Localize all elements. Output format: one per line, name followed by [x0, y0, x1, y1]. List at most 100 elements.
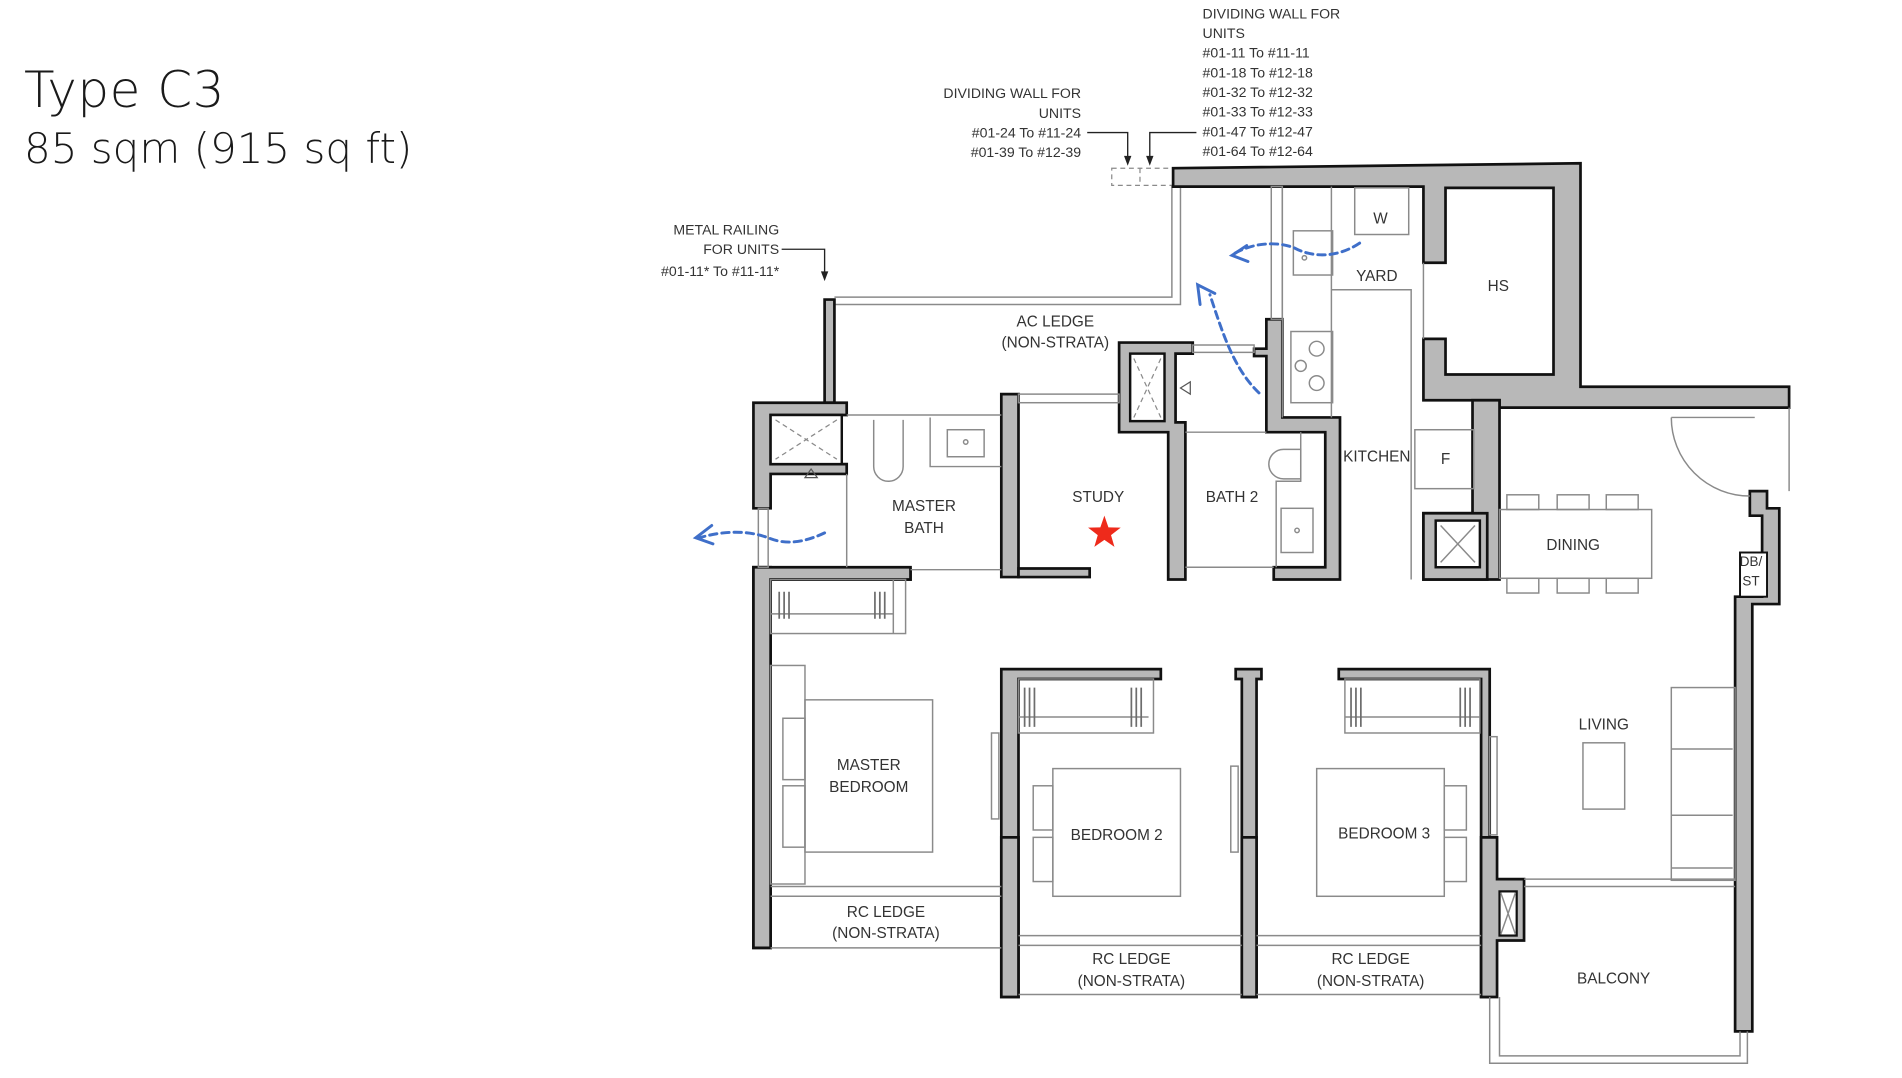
door-bedroom3 [1230, 765, 1239, 853]
drain-icon [1179, 380, 1191, 396]
wall-study-stub [1017, 567, 1092, 579]
coffee-table [1582, 742, 1626, 810]
fridge-box [1414, 428, 1475, 490]
basin-icon [1280, 507, 1314, 554]
hanger-icon [1023, 687, 1143, 727]
room-label-study: STUDY [1072, 489, 1124, 506]
room-label-dining: DINING [1546, 537, 1600, 554]
note-line: #01-11* To #11-11* [661, 263, 780, 279]
room-label-master-bedroom: MASTER [837, 757, 901, 774]
airflow-arrow-bath2 [1195, 282, 1261, 395]
toilet-icon [872, 419, 904, 482]
unit-area-label: 85 sqm (915 sq ft) [24, 124, 413, 173]
vanity-counter [1275, 432, 1302, 568]
note-line: UNITS [1203, 25, 1245, 41]
room-label-bedroom2: BEDROOM 2 [1071, 827, 1163, 844]
burner-icon [1308, 340, 1325, 357]
sofa-cushion [1671, 748, 1733, 869]
airflow-arrow-yard [1228, 241, 1362, 263]
room-label-kitchen: KITCHEN [1343, 449, 1410, 466]
room-label-rc-ledge-sub: (NON-STRATA) [1317, 973, 1425, 990]
note-line: DIVIDING WALL FOR [943, 85, 1081, 101]
railing-post [823, 298, 836, 405]
leader-line [1149, 131, 1197, 158]
window-bath2 [1192, 344, 1255, 354]
burner-icon [1308, 374, 1325, 392]
room-label-master-bath-sub: BATH [904, 520, 944, 537]
airflow-path [1231, 241, 1362, 257]
burner-icon [1294, 359, 1307, 373]
arrow-head-icon [692, 524, 715, 546]
basin-drain-icon [1294, 527, 1300, 534]
room-label-bath2: BATH 2 [1206, 489, 1259, 506]
airflow-path [697, 530, 827, 544]
bed-bedroom2 [1052, 767, 1182, 898]
unit-type-label: Type C3 [24, 61, 225, 119]
washer-label: W [1373, 210, 1388, 227]
door-living [1488, 735, 1498, 836]
arrow-head-icon [1195, 282, 1217, 306]
basin-icon [946, 428, 985, 458]
chair [1605, 577, 1639, 594]
shaft-cross-icon [1500, 892, 1517, 935]
pillow [782, 717, 806, 781]
chair [1556, 577, 1590, 594]
rc-ledge-outline [770, 885, 1002, 949]
drain-icon [803, 467, 819, 479]
bedside-column [769, 664, 806, 885]
note-line: UNITS [1039, 105, 1081, 121]
note-line: #01-24 To #11-24 [972, 125, 1081, 141]
wall-bedroom2-pier [999, 836, 1020, 999]
washer-box [1353, 187, 1410, 236]
leader-arrow-icon [820, 271, 829, 282]
room-label-db-st-sub: ST [1742, 574, 1759, 589]
pillow [1443, 836, 1468, 883]
room-label-ac-ledge: AC LEDGE [1017, 314, 1095, 331]
room-label-db-st: DB/ [1740, 554, 1763, 569]
hanger-icon [1350, 687, 1471, 727]
dividing-wall-dashed [1111, 167, 1174, 187]
chair [1605, 494, 1639, 511]
highlight-star-icon [1088, 515, 1121, 547]
chair [1506, 577, 1540, 594]
arrow-head-icon [1228, 244, 1250, 263]
leader-arrow-icon [1124, 155, 1132, 166]
ac-ledge-outline [834, 185, 1173, 298]
airflow-arrow-master-bath [692, 524, 827, 546]
note-line: #01-11 To #11-11 [1203, 45, 1310, 61]
toilet-icon [1268, 448, 1302, 480]
shower-cross-icon [775, 419, 838, 460]
db-st-cabinet [1739, 551, 1769, 598]
pillow [1032, 785, 1054, 831]
room-label-rc-ledge: RC LEDGE [847, 904, 925, 921]
room-label-living: LIVING [1579, 716, 1629, 733]
room-label-balcony: BALCONY [1577, 970, 1650, 987]
room-label-ac-ledge-sub: (NON-STRATA) [1002, 334, 1110, 351]
shaft-cross-icon [1440, 524, 1476, 563]
room-label-bedroom3: BEDROOM 3 [1338, 826, 1430, 843]
chair [1506, 494, 1540, 511]
rc-ledge-outline [1018, 934, 1242, 996]
leader-line [1087, 131, 1129, 158]
note-line: FOR UNITS [703, 241, 779, 257]
door-bedroom2 [990, 732, 1000, 820]
room-label-rc-ledge: RC LEDGE [1092, 951, 1170, 968]
window-study [1017, 393, 1120, 404]
note-line: #01-64 To #12-64 [1203, 143, 1313, 159]
wardrobe-rail [770, 579, 895, 634]
main-door-swing [1670, 416, 1755, 497]
sink-drain-icon [1301, 254, 1308, 261]
note-line: DIVIDING WALL FOR [1203, 5, 1341, 21]
leader-line [781, 248, 826, 273]
leader-arrow-icon [1146, 155, 1154, 166]
wardrobe [1017, 678, 1155, 734]
note-line: #01-18 To #12-18 [1203, 64, 1313, 80]
bath2-shower [1128, 352, 1166, 423]
pillow [1032, 836, 1054, 883]
basin-drain-icon [962, 439, 969, 445]
note-line: #01-47 To #12-47 [1203, 123, 1313, 139]
room-label-master-bath: MASTER [892, 498, 956, 515]
wall-study-left [999, 392, 1020, 579]
pillow [782, 785, 806, 848]
